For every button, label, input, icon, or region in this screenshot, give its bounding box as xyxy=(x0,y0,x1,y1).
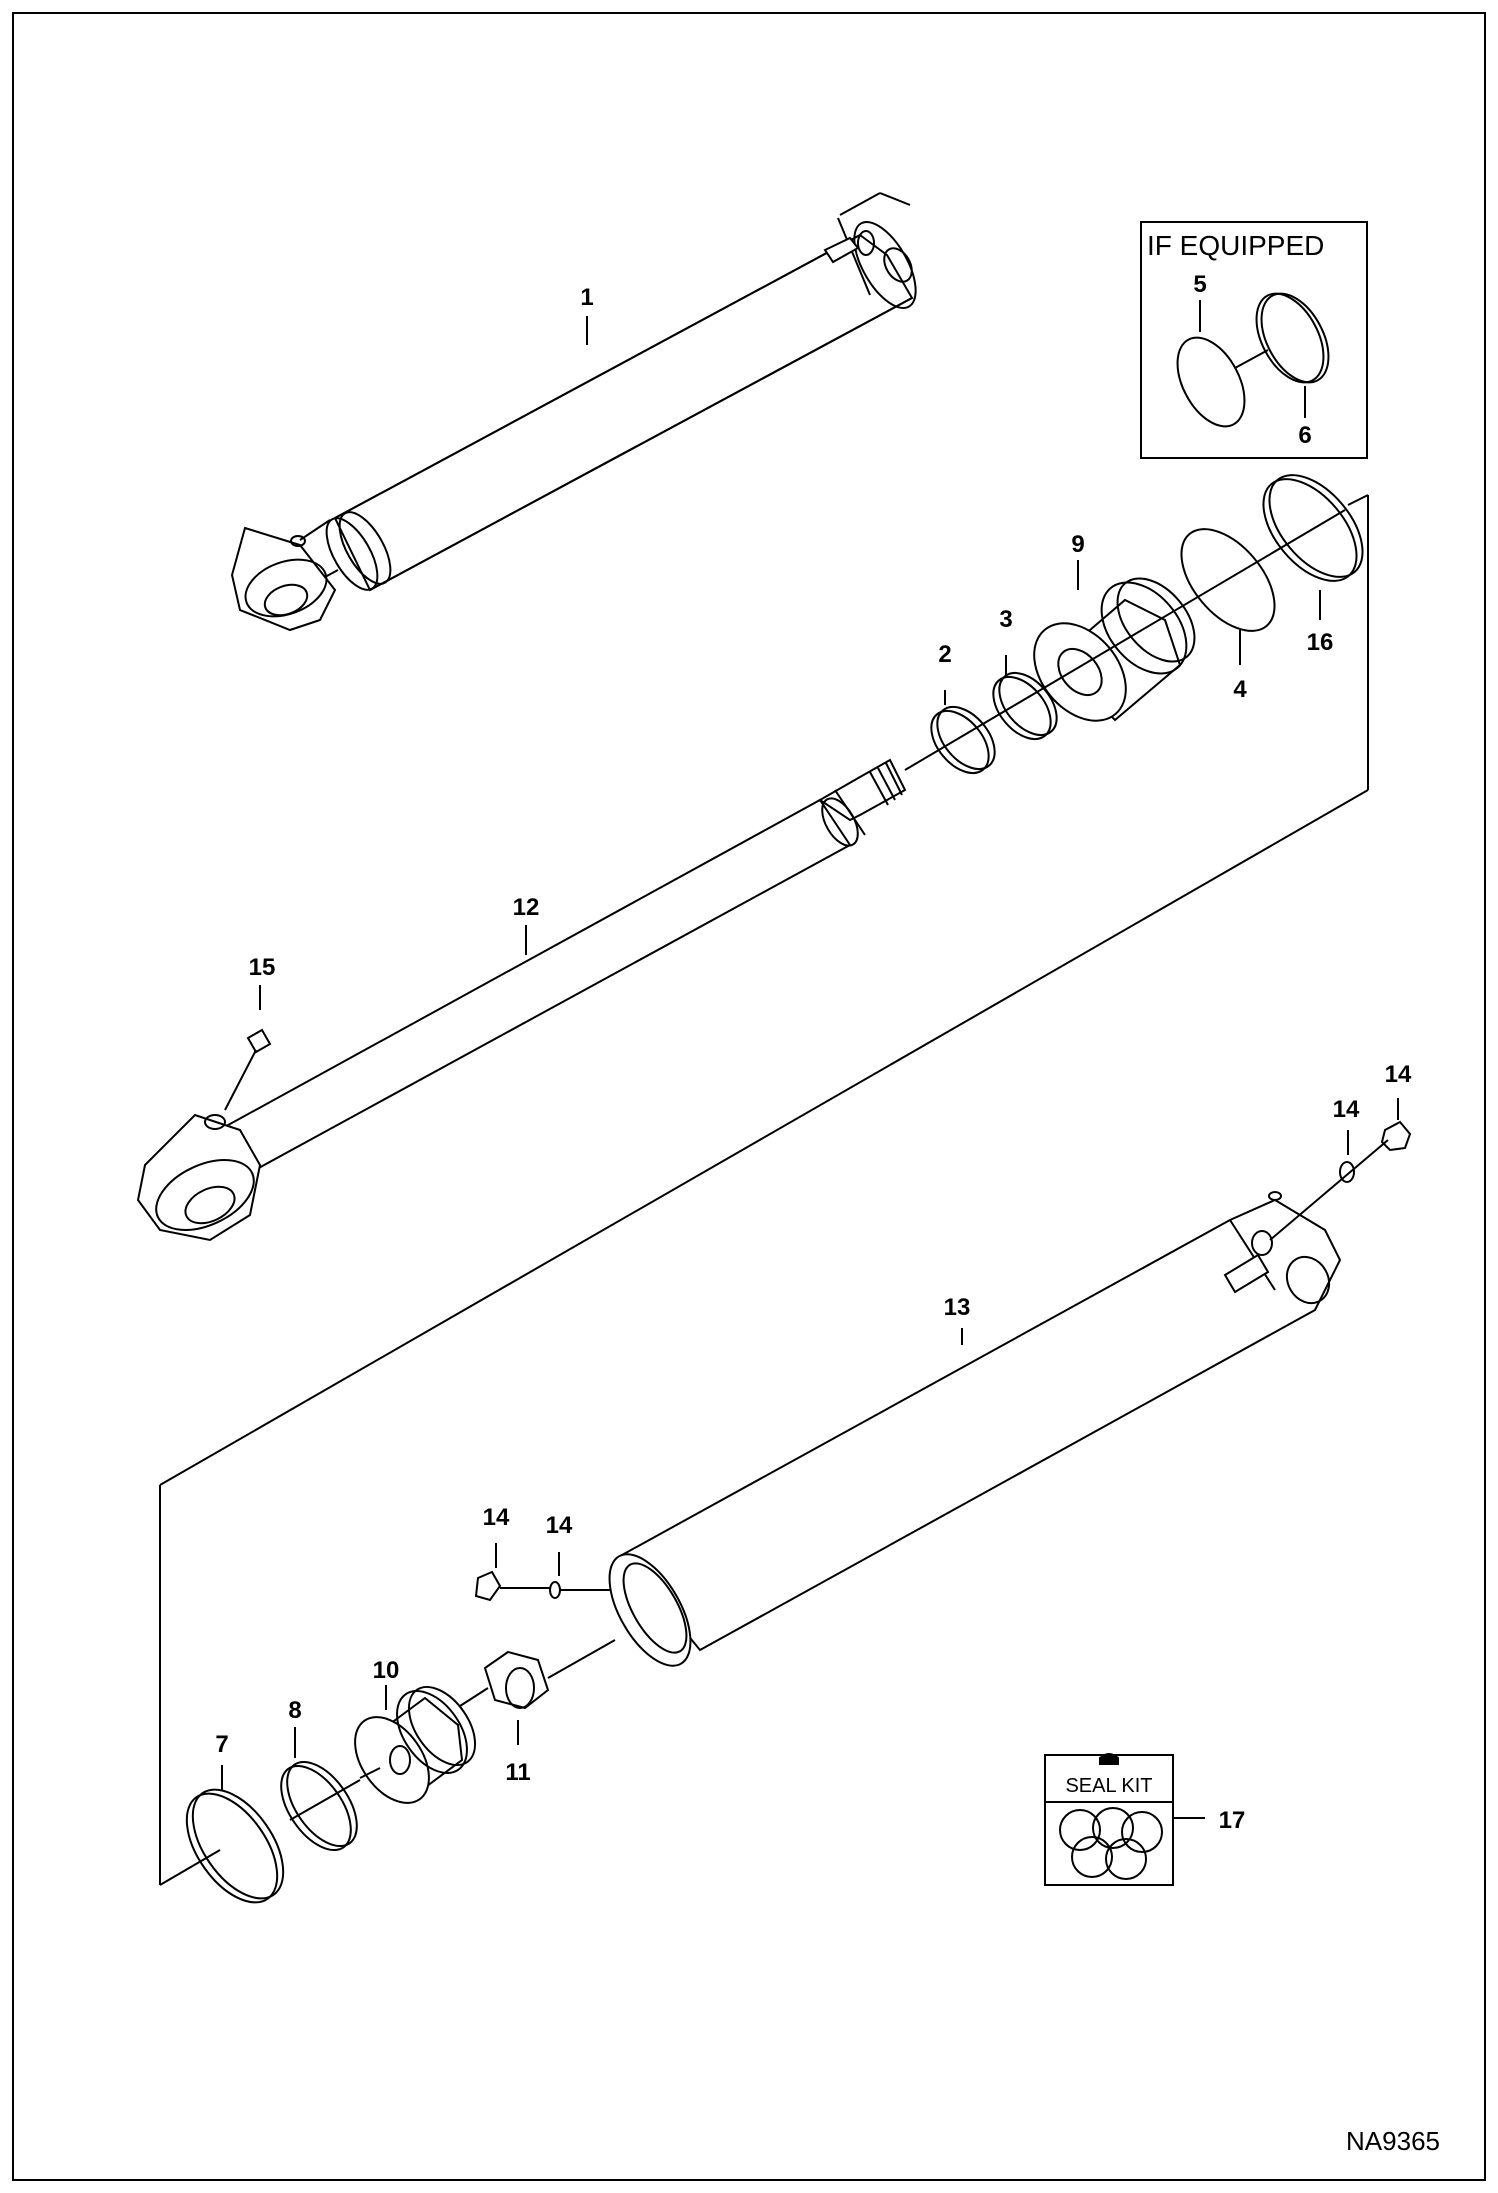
assembled-cylinder xyxy=(230,192,917,632)
seal-kit-label: SEAL KIT xyxy=(1065,1775,1152,1797)
o-ring-5 xyxy=(1176,336,1246,428)
callout-7: 7 xyxy=(215,1731,228,1758)
callout-14-left: 14 xyxy=(483,1504,510,1531)
callout-6: 6 xyxy=(1298,422,1311,449)
barrel-13 xyxy=(608,1098,1412,1667)
guide-lines xyxy=(159,494,1369,1886)
seal-kit-box xyxy=(1044,1753,1205,1886)
rod-12 xyxy=(136,758,907,1242)
callout-15: 15 xyxy=(249,954,276,981)
callout-14-right: 14 xyxy=(1333,1096,1360,1123)
drawing-frame xyxy=(12,12,1486,2181)
inset-box xyxy=(1140,221,1368,459)
callout-17: 17 xyxy=(1219,1807,1246,1834)
piston-parts xyxy=(185,1543,616,1904)
rod-seal-parts xyxy=(904,474,1364,774)
callout-3: 3 xyxy=(999,606,1012,633)
drawing-code: NA9365 xyxy=(1346,2126,1440,2156)
callout-12: 12 xyxy=(513,894,540,921)
callout-8: 8 xyxy=(288,1697,301,1724)
callout-4: 4 xyxy=(1233,676,1247,703)
callout-16: 16 xyxy=(1307,629,1334,656)
callout-10: 10 xyxy=(373,1657,400,1684)
callout-1: 1 xyxy=(580,284,593,311)
callout-5: 5 xyxy=(1193,271,1206,298)
callout-14-top-right: 14 xyxy=(1385,1061,1412,1088)
callout-14-left-ring: 14 xyxy=(546,1512,573,1539)
callout-13: 13 xyxy=(944,1294,971,1321)
callout-11: 11 xyxy=(505,1759,530,1786)
inset-title: IF EQUIPPED xyxy=(1147,230,1324,261)
callout-labels: 1 2 3 4 5 6 7 8 9 10 11 12 13 14 14 14 1… xyxy=(215,271,1412,1834)
callout-2: 2 xyxy=(938,641,951,668)
callout-9: 9 xyxy=(1071,531,1084,558)
